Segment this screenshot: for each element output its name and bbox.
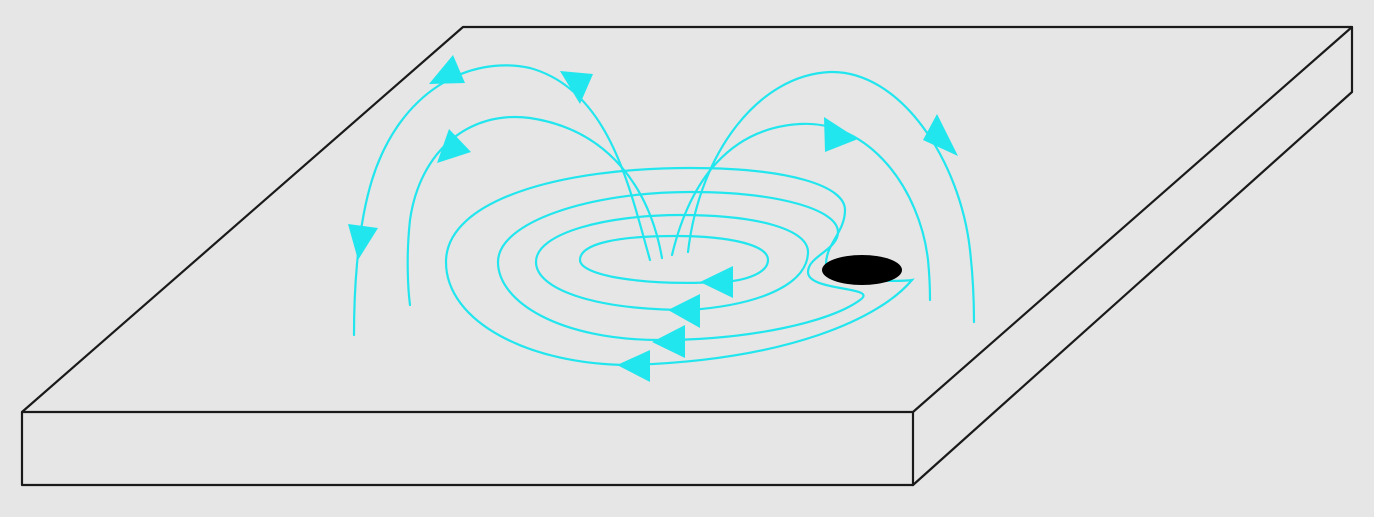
field-loop-second (534, 213, 810, 312)
arrowhead-loop-second (668, 294, 700, 328)
arrowhead-loop-inner (700, 266, 733, 298)
arrowhead-loop-third (652, 325, 685, 358)
field-arch-left-inner (406, 115, 664, 307)
arrowhead-loop-outer (617, 350, 650, 382)
arrowhead-top-left-outer (429, 55, 465, 84)
arrowhead-left-down (348, 224, 378, 260)
field-arch-right-outer (686, 70, 976, 324)
arrowhead-right-outer (923, 114, 958, 156)
arrowheads (348, 55, 958, 382)
field-loop-inner (578, 234, 770, 284)
field-loops (444, 166, 915, 367)
plate-side-face (913, 27, 1352, 485)
field-loop-outer (444, 166, 915, 367)
plate-front-outline (20, 410, 915, 487)
plate-front-face (22, 412, 913, 485)
arrowhead-top-left-inner (437, 129, 471, 163)
arrowhead-top-center (560, 71, 593, 104)
field-loop-third (496, 190, 865, 342)
plate-side-outline (911, 25, 1354, 487)
elliptical-hole (822, 255, 902, 285)
arrowhead-right-inner (824, 117, 858, 152)
